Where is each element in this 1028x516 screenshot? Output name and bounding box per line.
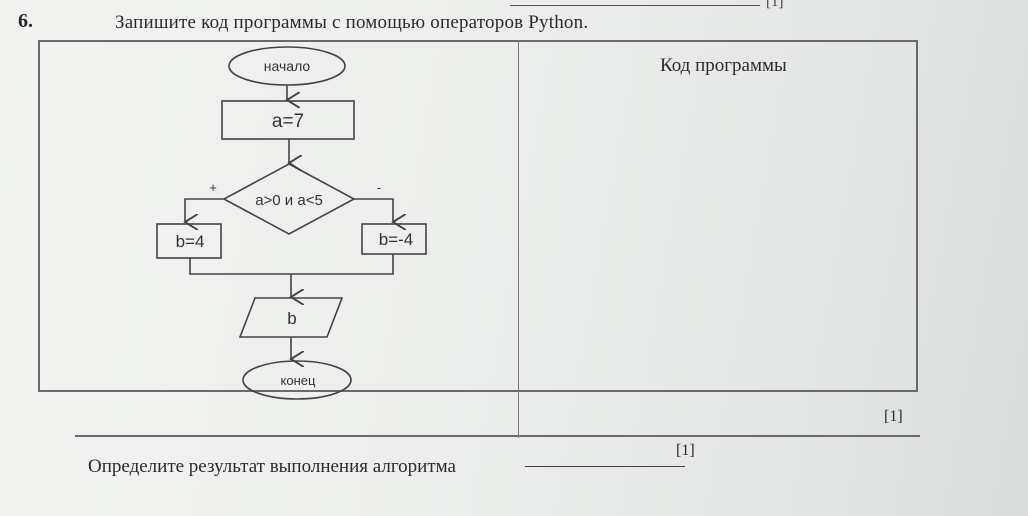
condition-label: a>0 и a<5 bbox=[255, 192, 323, 209]
result-score-mark: [1] bbox=[676, 442, 695, 459]
condition-diamond bbox=[222, 163, 356, 235]
question-number: 6. bbox=[18, 10, 33, 32]
top-score-mark: [1] bbox=[766, 0, 784, 10]
yes-branch-box bbox=[156, 223, 222, 259]
start-label: начало bbox=[264, 58, 311, 74]
output-label: b bbox=[287, 309, 296, 328]
assign-process-box bbox=[221, 100, 355, 140]
table-bottom-border bbox=[75, 435, 920, 437]
table-score-mark: [1] bbox=[884, 408, 903, 425]
end-terminal bbox=[242, 360, 352, 400]
assign-label: a=7 bbox=[272, 111, 304, 132]
answer-table bbox=[38, 40, 918, 392]
no-branch-box bbox=[361, 223, 427, 255]
table-column-divider bbox=[518, 40, 519, 438]
result-prompt: Определите результат выполнения алгоритм… bbox=[88, 456, 456, 477]
output-parallelogram bbox=[238, 297, 344, 338]
code-column-title: Код программы bbox=[660, 55, 787, 76]
question-text: Запишите код программы с помощью операто… bbox=[115, 12, 589, 33]
end-label: конец bbox=[281, 373, 316, 388]
no-branch-line bbox=[354, 198, 393, 222]
yes-branch-line bbox=[185, 198, 224, 222]
top-answer-line bbox=[510, 5, 760, 6]
no-branch-label: b=-4 bbox=[379, 230, 414, 249]
no-sign: - bbox=[377, 180, 381, 195]
yes-sign: + bbox=[209, 180, 217, 195]
result-answer-line[interactable] bbox=[525, 466, 685, 467]
yes-branch-label: b=4 bbox=[176, 232, 205, 251]
